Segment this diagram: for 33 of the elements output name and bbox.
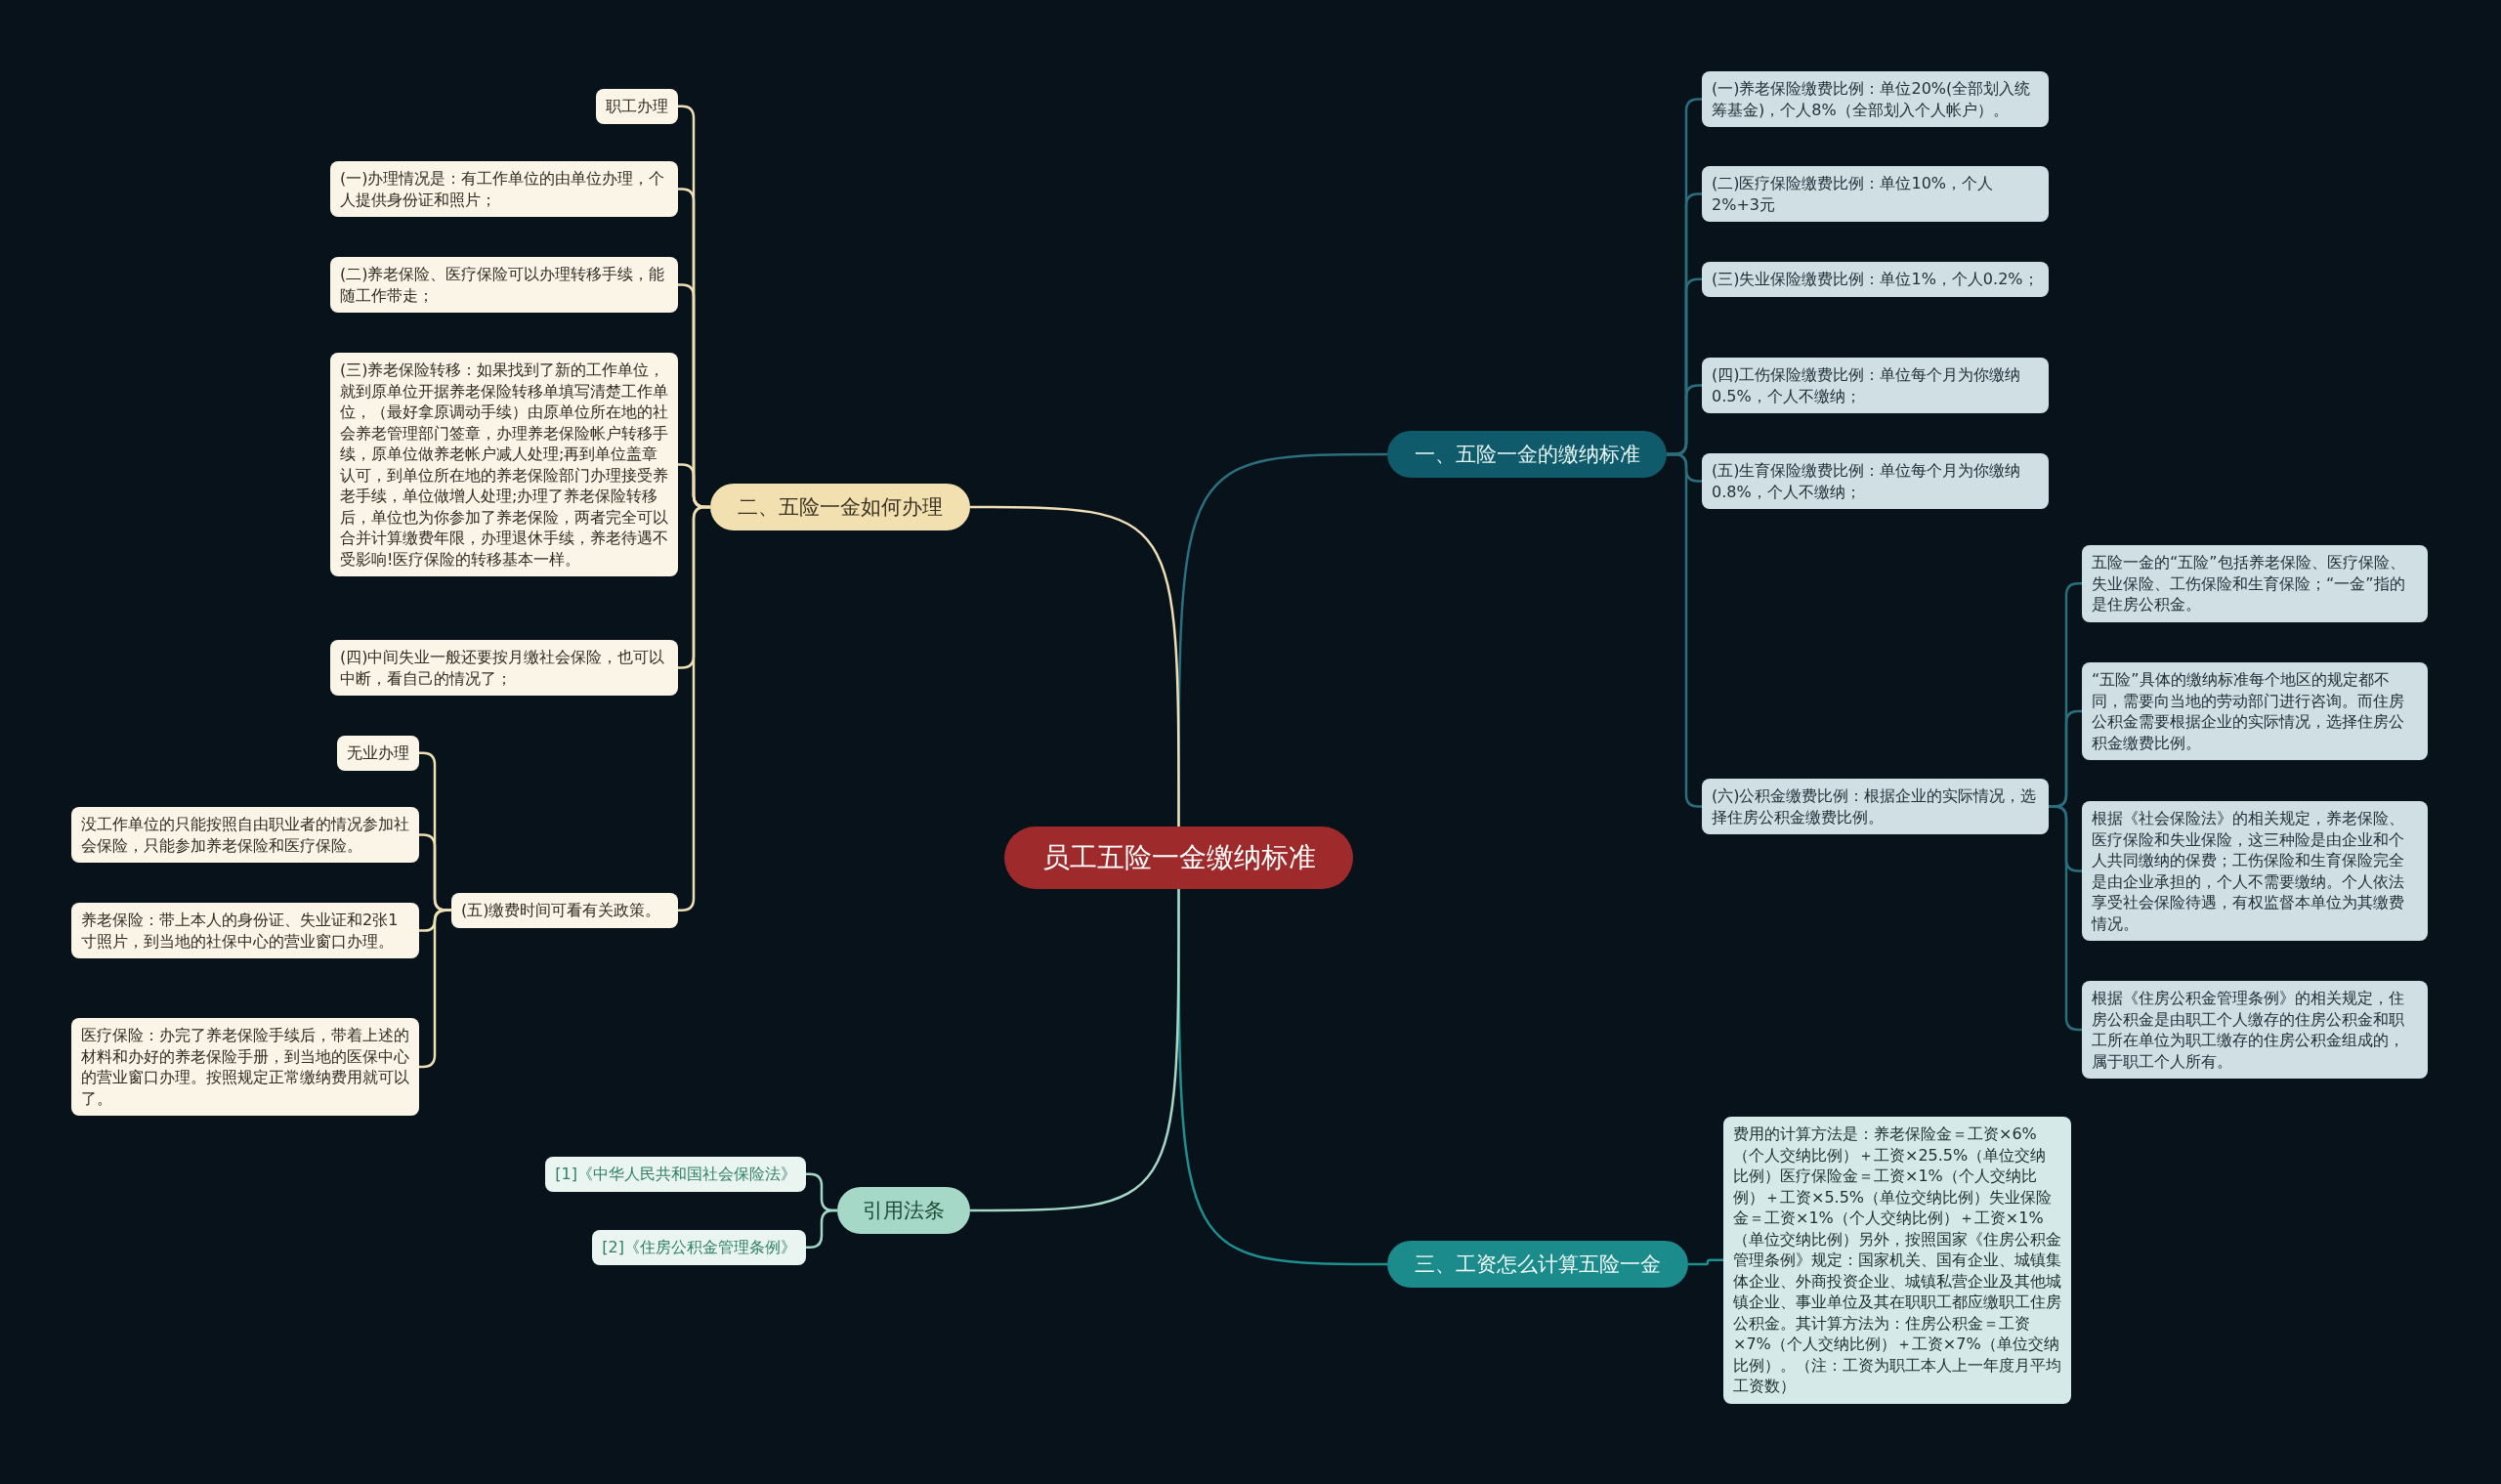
- topic-card: (一)养老保险缴费比例：单位20%(全部划入统筹基金)，个人8%（全部划入个人帐户）。: [1702, 71, 2049, 127]
- connector-line: [1688, 1258, 1723, 1266]
- topic-card: 没工作单位的只能按照自由职业者的情况参加社会保险，只能参加养老保险和医疗保险。: [71, 807, 419, 863]
- topic-card: (五)缴费时间可看有关政策。: [451, 893, 678, 928]
- topic-card: 职工办理: [596, 89, 678, 124]
- topic-card: 五险一金的“五险”包括养老保险、医疗保险、失业保险、工伤保险和生育保险；“一金”指的是住房公积金。: [2082, 545, 2428, 622]
- topic-card: (二)医疗保险缴费比例：单位10%，个人2%+3元: [1702, 166, 2049, 222]
- topic-card: 根据《住房公积金管理条例》的相关规定，住房公积金是由职工个人缴存的住房公积金和职工所在单位为职工缴存的住房公积金组成的，属于职工个人所有。: [2082, 981, 2428, 1079]
- topic-card: 费用的计算方法是：养老保险金＝工资×6%（个人交纳比例）＋工资×25.5%（单位交纳比例）医疗保险金＝工资×1%（个人交纳比例）＋工资×5.5%（单位交纳比例）失业保险金＝工资×1%（个人交纳比例）＋工资×1%（单位交纳比例）另外，按照国家《住房公积金管理条例》规定：国家机关、国有企业、城镇集体企业、外商投资企业、城镇私营企业及其他城镇企业、事业单位及其在职职工都应缴职工住房公积金。其计算方法为：住房公积金＝工资×7%（个人交纳比例）＋工资×7%（单位交纳比例）。（注：工资为职工本人上一年度月平均工资数）: [1723, 1117, 2071, 1404]
- topic-card: 根据《社会保险法》的相关规定，养老保险、医疗保险和失业保险，这三种险是由企业和个人共同缴纳的保费；工伤保险和生育保险完全是由企业承担的，个人不需要缴纳。个人依法享受社会保险待遇，有权监督本单位为其缴费情况。: [2082, 801, 2428, 941]
- topic-card: (四)工伤保险缴费比例：单位每个月为你缴纳0.5%，个人不缴纳；: [1702, 358, 2049, 413]
- branch-topic: 二、五险一金如何办理: [710, 484, 970, 530]
- topic-card: 养老保险：带上本人的身份证、失业证和2张1寸照片，到当地的社保中心的营业窗口办理。: [71, 903, 419, 958]
- branch-topic: 引用法条: [837, 1187, 970, 1234]
- connector-line: [970, 505, 1180, 827]
- central-topic: 员工五险一金缴纳标准: [1004, 827, 1353, 889]
- topic-card: (三)养老保险转移：如果找到了新的工作单位，就到原单位开据养老保险转移单填写清楚工作单位，（最好拿原调动手续）由原单位所在地的社会养老管理部门签章，办理养老保险帐户转移手续，原单位做养老帐户减人处理;再到单位盖章认可，到单位所在地的养老保险部门办理接受养老手续，单位做增人处理;办理了养老保险转移后，单位也为你参加了养老保险，两者完全可以合并计算缴费年限，办理退休手续，养老待遇不受影响!医疗保险的转移基本一样。: [330, 353, 678, 576]
- reference-item: [1]《中华人民共和国社会保险法》: [545, 1157, 806, 1192]
- topic-card: 无业办理: [337, 736, 419, 771]
- topic-card: (六)公积金缴费比例：根据企业的实际情况，选择住房公积金缴费比例。: [1702, 779, 2049, 834]
- reference-item: [2]《住房公积金管理条例》: [592, 1230, 806, 1265]
- topic-card: (一)办理情况是：有工作单位的由单位办理，个人提供身份证和照片；: [330, 161, 678, 217]
- topic-card: (四)中间失业一般还要按月缴社会保险，也可以中断，看自己的情况了；: [330, 640, 678, 696]
- topic-card: (二)养老保险、医疗保险可以办理转移手续，能随工作带走；: [330, 257, 678, 313]
- branch-topic: 三、工资怎么计算五险一金: [1387, 1241, 1688, 1288]
- branch-topic: 一、五险一金的缴纳标准: [1387, 431, 1667, 478]
- topic-card: “五险”具体的缴纳标准每个地区的规定都不同，需要向当地的劳动部门进行咨询。而住房公积金需要根据企业的实际情况，选择住房公积金缴费比例。: [2082, 662, 2428, 760]
- topic-card: (三)失业保险缴费比例：单位1%，个人0.2%；: [1702, 262, 2049, 297]
- connector-line: [806, 1208, 837, 1249]
- topic-card: 医疗保险：办完了养老保险手续后，带着上述的材料和办好的养老保险手册，到当地的医保中心的营业窗口办理。按照规定正常缴纳费用就可以了。: [71, 1018, 419, 1116]
- topic-card: (五)生育保险缴费比例：单位每个月为你缴纳0.8%，个人不缴纳；: [1702, 453, 2049, 509]
- connector-line: [970, 889, 1180, 1212]
- connector-line: [1667, 452, 1702, 808]
